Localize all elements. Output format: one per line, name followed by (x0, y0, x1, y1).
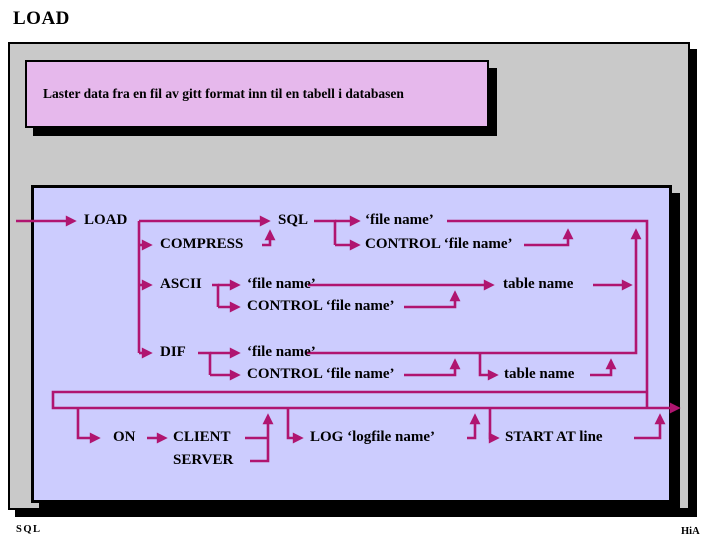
keyword-sql: SQL (278, 211, 309, 228)
operand-file-name-sql: ‘file name’ (365, 211, 434, 228)
syntax-diagram-panel (31, 185, 672, 503)
keyword-ascii: ASCII (160, 275, 202, 292)
operand-file-name-ascii: ‘file name’ (247, 275, 316, 292)
operand-control-file-ascii: CONTROL ‘file name’ (247, 297, 395, 314)
page-title: LOAD (13, 8, 70, 29)
keyword-load: LOAD (84, 211, 128, 228)
keyword-on: ON (113, 428, 136, 445)
description-box: Laster data fra en fil av gitt format in… (25, 60, 489, 128)
footer-right-label: HiA (681, 526, 700, 537)
keyword-compress: COMPRESS (160, 235, 244, 252)
footer-left-label: SQL (16, 524, 42, 535)
operand-control-file-sql: CONTROL ‘file name’ (365, 235, 513, 252)
operand-table-name-dif: table name (504, 365, 575, 382)
operand-control-file-dif: CONTROL ‘file name’ (247, 365, 395, 382)
keyword-start-at: START AT line (505, 428, 603, 445)
keyword-server: SERVER (173, 451, 234, 468)
keyword-dif: DIF (160, 343, 186, 360)
keyword-log: LOG ‘logfile name’ (310, 428, 435, 445)
operand-table-name-ascii: table name (503, 275, 574, 292)
operand-file-name-dif: ‘file name’ (247, 343, 316, 360)
description-text: Laster data fra en fil av gitt format in… (43, 86, 404, 101)
keyword-client: CLIENT (173, 428, 231, 445)
